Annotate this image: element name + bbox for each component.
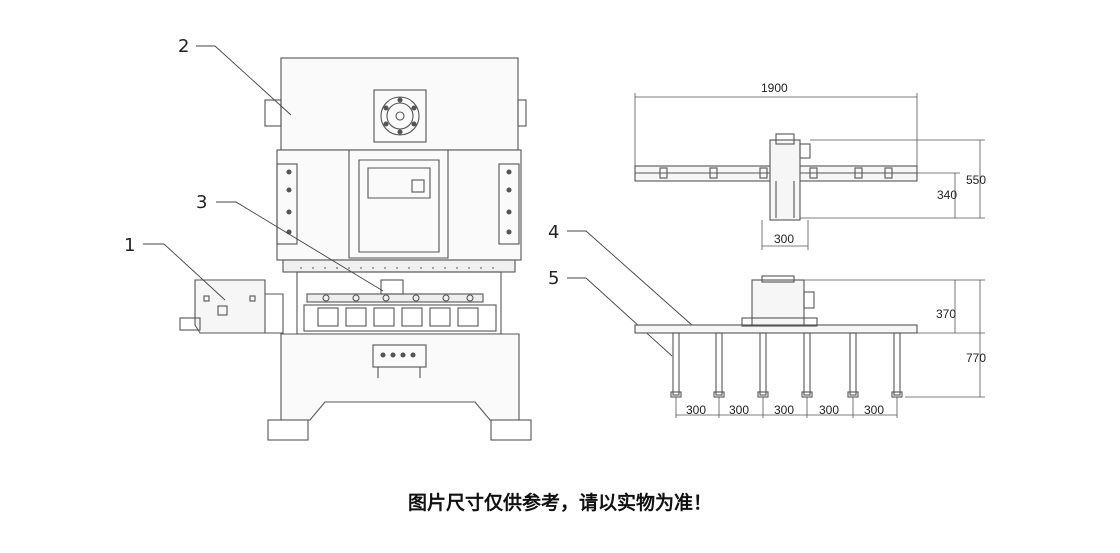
dim-770: 770 — [966, 351, 986, 365]
top-view-dimensions — [634, 93, 985, 250]
top-view — [634, 133, 918, 221]
dim-370: 370 — [936, 307, 956, 321]
dim-spacing-5: 300 — [864, 403, 884, 417]
dim-1900: 1900 — [761, 81, 788, 95]
dim-300-top: 300 — [774, 232, 794, 246]
callout-3: 3 — [196, 192, 207, 213]
dim-spacing-2: 300 — [729, 403, 749, 417]
press-machine — [179, 57, 532, 441]
leader-lines — [143, 45, 694, 357]
callout-2: 2 — [178, 36, 189, 57]
dim-550: 550 — [966, 173, 986, 187]
side-view — [634, 275, 918, 398]
callout-5: 5 — [548, 268, 559, 289]
caption: 图片尺寸仅供参考，请以实物为准！ — [407, 492, 712, 514]
side-view-dimensions — [675, 279, 985, 418]
dim-spacing-4: 300 — [819, 403, 839, 417]
callout-1: 1 — [124, 235, 135, 256]
dim-spacing-1: 300 — [686, 403, 706, 417]
callout-4: 4 — [548, 222, 559, 243]
dim-spacing-3: 300 — [774, 403, 794, 417]
dim-340: 340 — [937, 188, 957, 202]
